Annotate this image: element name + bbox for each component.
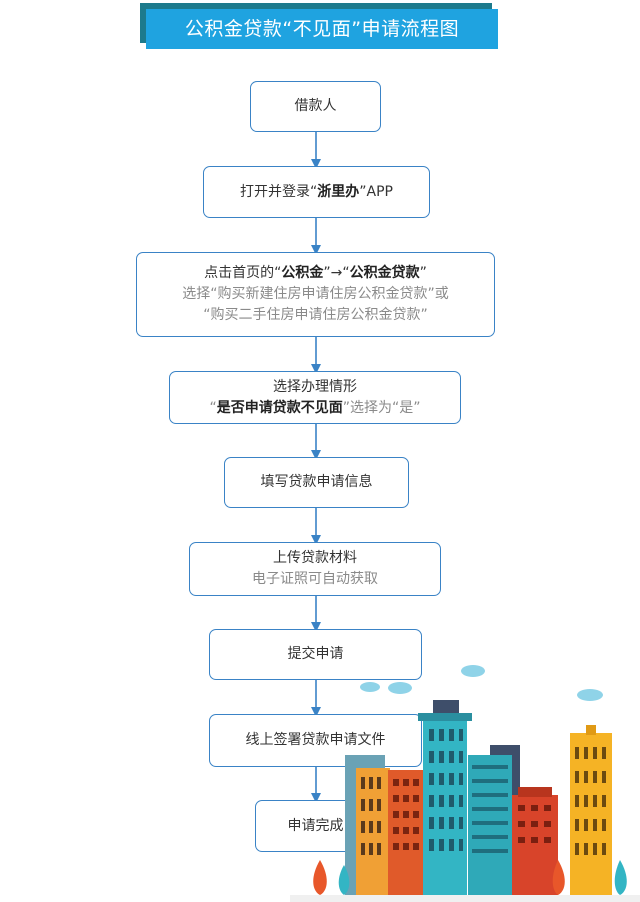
step-complete-text: 申请完成 <box>287 817 344 834</box>
step-fill-info-text: 填写贷款申请信息 <box>260 474 373 490</box>
step-upload-line2: 电子证照可自动获取 <box>252 571 378 587</box>
tree-icon <box>313 860 627 895</box>
step-upload-materials: 上传贷款材料 电子证照可自动获取 <box>189 542 441 596</box>
step-fill-info: 填写贷款申请信息 <box>224 457 409 508</box>
step-submit-text: 提交申请 <box>287 646 344 662</box>
step-login-text: 打开并登录“浙里办”APP <box>240 183 393 200</box>
step-choose-scenario-line1: 选择办理情形 <box>273 378 357 395</box>
building-teal-striped <box>468 755 512 902</box>
step-select-loan-line1: 点击首页的“公积金”→“公积金贷款” <box>204 265 427 281</box>
step-sign-documents: 线上签署贷款申请文件 <box>209 714 422 767</box>
step-submit: 提交申请 <box>209 629 422 680</box>
step-select-loan: 点击首页的“公积金”→“公积金贷款” 选择“购买新建住房申请住房公积金贷款”或 … <box>136 252 495 337</box>
step-choose-scenario: 选择办理情形 “是否申请贷款不见面”选择为“是” <box>169 371 461 424</box>
page-title: 公积金贷款“不见面”申请流程图 <box>146 9 498 49</box>
step-borrower-text: 借款人 <box>294 98 337 114</box>
step-select-loan-line3: “购买二手住房申请住房公积金贷款” <box>203 307 428 323</box>
building-dark-red <box>512 787 558 902</box>
cloud-icon <box>360 665 603 701</box>
step-select-loan-line2: 选择“购买新建住房申请住房公积金贷款”或 <box>182 286 449 302</box>
app-name: 浙里办 <box>317 183 360 200</box>
step-login-app: 打开并登录“浙里办”APP <box>203 166 430 218</box>
step-choose-scenario-line2: “是否申请贷款不见面”选择为“是” <box>209 399 421 416</box>
building-red <box>388 770 424 902</box>
building-yellow-tall <box>570 725 612 902</box>
building-teal-tall <box>418 713 472 902</box>
cityscape-illustration <box>290 665 640 902</box>
building-left <box>356 768 390 902</box>
step-sign-text: 线上签署贷款申请文件 <box>245 732 386 748</box>
title-banner: 公积金贷款“不见面”申请流程图 <box>140 3 498 49</box>
step-upload-line1: 上传贷款材料 <box>273 550 357 566</box>
step-borrower: 借款人 <box>250 81 381 132</box>
